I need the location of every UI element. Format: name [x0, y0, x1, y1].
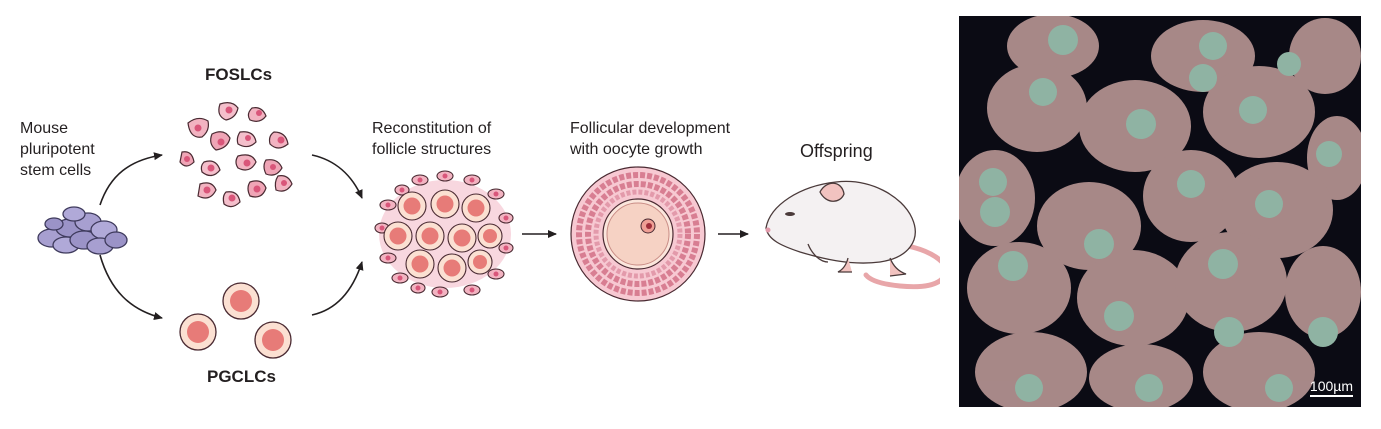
- scale-bar: 100µm: [1309, 378, 1353, 397]
- pgclc-cells: [179, 282, 292, 359]
- foslc-cells: [179, 102, 293, 208]
- scale-bar-label: 100µm: [1309, 378, 1353, 394]
- pgclcs-label: PGCLCs: [207, 367, 276, 386]
- mouse-offspring-illustration: [765, 180, 940, 290]
- micrograph-image: [959, 16, 1361, 407]
- arrow-foslcs-to-reconstitution: [311, 154, 363, 199]
- offspring-label: Offspring: [800, 141, 873, 161]
- foslcs-label: FOSLCs: [205, 65, 273, 84]
- arrow-to-foslcs: [99, 152, 163, 206]
- reconstituted-aggregate: [374, 170, 514, 298]
- arrow-to-pgclcs: [99, 254, 163, 320]
- scale-bar-line: [1309, 395, 1353, 397]
- follicle: [570, 166, 706, 302]
- diagram-canvas: [37, 102, 940, 359]
- oocyte-micrograph: 100µm: [959, 16, 1361, 407]
- stem-cell-cluster: [37, 206, 128, 255]
- arrow-pgclcs-to-reconstitution: [311, 261, 364, 316]
